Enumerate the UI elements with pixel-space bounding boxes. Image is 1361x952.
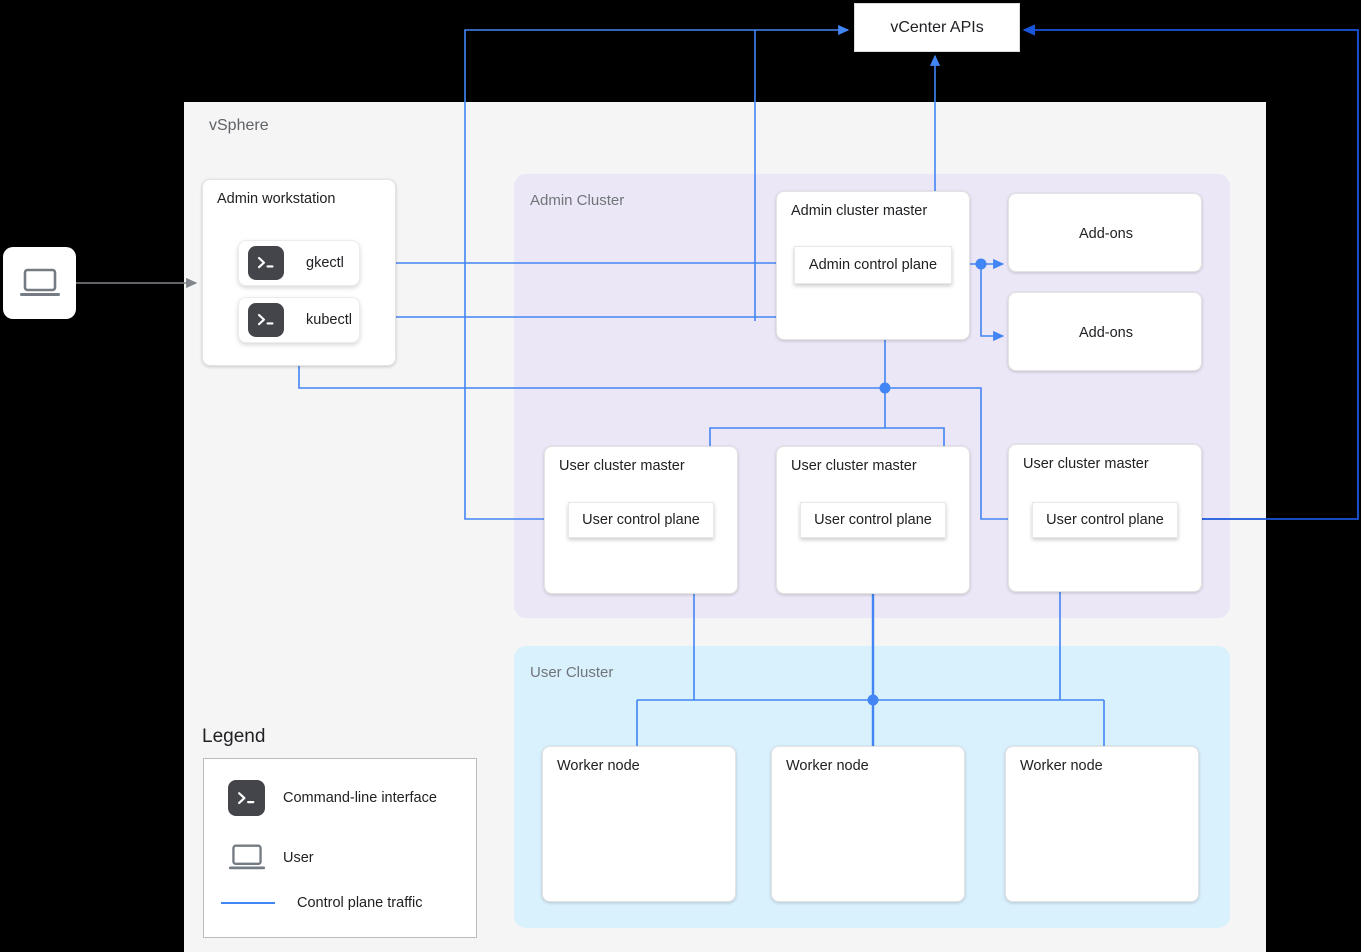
worker-node-title-2: Worker node [786, 758, 869, 774]
laptop-icon [19, 268, 60, 296]
vsphere-label: vSphere [209, 117, 269, 134]
legend-item-user: User [228, 843, 314, 872]
worker-node-card-3[interactable]: Worker node [1005, 746, 1199, 902]
legend-item-cli: Command-line interface [228, 780, 437, 816]
addons-label-2: Add-ons [1078, 324, 1133, 341]
addons-card-2[interactable]: Add-ons [1008, 292, 1202, 371]
admin-workstation-title: Admin workstation [217, 191, 336, 207]
cli-gkectl[interactable]: gkectl [238, 240, 360, 286]
admin-control-plane-box[interactable]: Admin control plane [794, 246, 952, 284]
cli-gkectl-label: gkectl [306, 255, 344, 271]
user-cluster-master-title-3: User cluster master [1023, 456, 1149, 472]
laptop-icon [228, 844, 266, 870]
user-cluster-master-title-2: User cluster master [791, 458, 917, 474]
worker-node-title-3: Worker node [1020, 758, 1103, 774]
user-node[interactable] [3, 247, 76, 319]
legend-item-traffic: Control plane traffic [221, 895, 422, 911]
legend-label-traffic: Control plane traffic [297, 895, 423, 911]
cli-kubectl-label: kubectl [306, 312, 352, 328]
admin-cluster-label: Admin Cluster [530, 192, 625, 209]
user-control-plane-box-1[interactable]: User control plane [568, 502, 714, 538]
terminal-icon [228, 780, 265, 816]
user-cluster-master-title-1: User cluster master [559, 458, 685, 474]
vcenter-apis-box[interactable]: vCenter APIs [854, 3, 1020, 52]
terminal-icon [248, 303, 284, 337]
line-swatch-icon [221, 902, 275, 904]
legend-label-user: User [283, 849, 314, 866]
addons-label-1: Add-ons [1078, 225, 1133, 242]
user-control-plane-box-2[interactable]: User control plane [800, 502, 946, 538]
worker-node-card-2[interactable]: Worker node [771, 746, 965, 902]
legend-title: Legend [202, 726, 266, 747]
cli-kubectl[interactable]: kubectl [238, 297, 360, 343]
worker-node-card-1[interactable]: Worker node [542, 746, 736, 902]
user-cluster-label: User Cluster [530, 664, 614, 681]
admin-cluster-master-title: Admin cluster master [791, 203, 928, 219]
worker-node-title-1: Worker node [557, 758, 640, 774]
terminal-icon [248, 246, 284, 280]
user-control-plane-box-3[interactable]: User control plane [1032, 502, 1178, 538]
legend-label-cli: Command-line interface [283, 790, 437, 806]
addons-card-1[interactable]: Add-ons [1008, 193, 1202, 272]
